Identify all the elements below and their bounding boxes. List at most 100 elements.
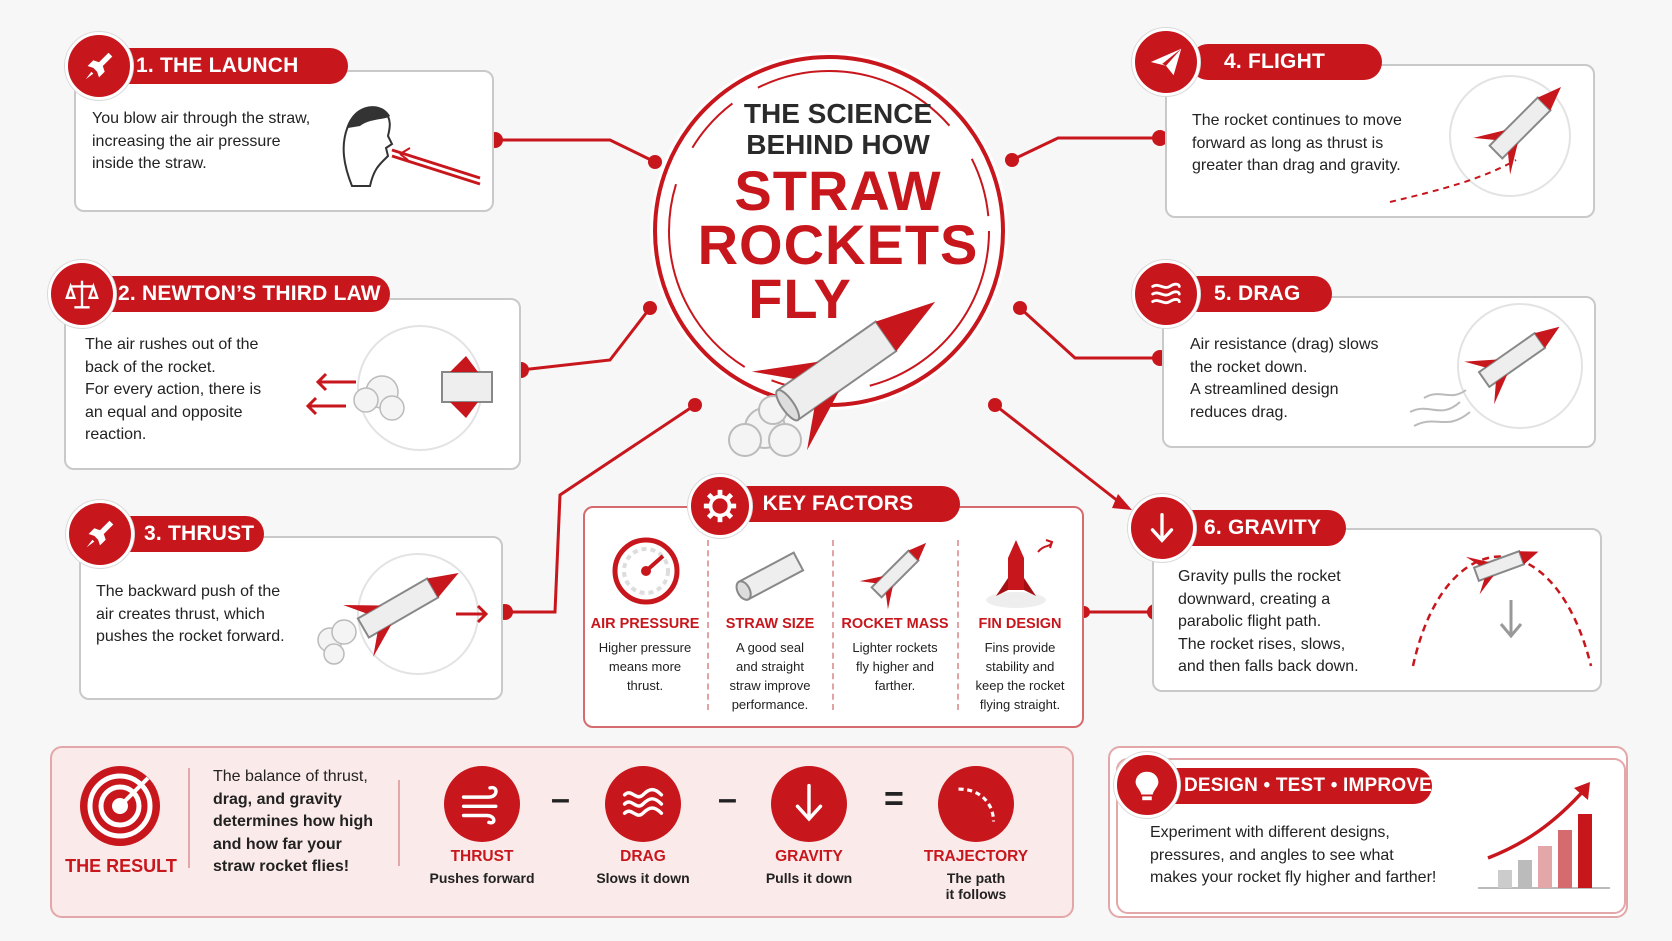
title-line-5: FLY (748, 267, 852, 330)
fin-icon (986, 539, 1054, 608)
wind-icon (1151, 282, 1181, 305)
drag-rocket-icon (1409, 303, 1583, 429)
gravity-heading: 6. GRAVITY (1170, 510, 1346, 546)
design-line: Experiment with different designs, (1150, 824, 1390, 841)
gravity-term: GRAVITY Pulls it down (729, 848, 889, 886)
design-text: Experiment with different designs, press… (1150, 822, 1436, 890)
kf-title: FIN DESIGN (978, 616, 1062, 632)
kf-desc: Fins provide stability and keep the rock… (958, 638, 1082, 714)
parabola-icon (1411, 549, 1593, 667)
flight-line: The rocket continues to move (1192, 112, 1402, 129)
waves-icon (622, 787, 664, 817)
equals-sign: = (884, 780, 904, 818)
kf-rocket-mass: ROCKET MASS Lighter rockets fly higher a… (833, 532, 957, 695)
drag-badge (1132, 260, 1200, 328)
term-title: TRAJECTORY (923, 848, 1029, 865)
term-line: Slows it down (596, 870, 690, 886)
rocket-icon (85, 52, 113, 80)
kf-title: STRAW SIZE (725, 616, 815, 632)
result-line: The balance of thrust, (213, 768, 368, 785)
title-line-3: STRAW (734, 159, 942, 222)
design-line: pressures, and angles to see what (1150, 846, 1394, 864)
flight-line: greater than drag and gravity. (1192, 157, 1401, 174)
rocket-icon (86, 520, 114, 548)
gravity-line: The rocket rises, slows, (1178, 635, 1346, 653)
wind-icon (461, 785, 498, 825)
newton-heading: 2. NEWTON’S THIRD LAW (84, 276, 390, 312)
drag-line: the rocket down. (1190, 358, 1308, 376)
drag-term-circle (605, 766, 681, 842)
result-divider (398, 780, 400, 866)
thrust-line: air creates thrust, which (96, 605, 265, 623)
title-line-1: THE SCIENCE (743, 98, 933, 129)
kf-straw-size: STRAW SIZE A good seal and straight stra… (708, 532, 832, 714)
kf-divider (957, 540, 959, 710)
design-badge (1114, 752, 1180, 818)
kf-line: straw improve (729, 678, 811, 693)
term-desc: Slows it down (563, 870, 723, 886)
down-arrow-icon (1150, 513, 1174, 543)
gear-icon (703, 489, 737, 523)
gravity-text: Gravity pulls the rocket downward, creat… (1178, 566, 1359, 679)
kf-divider (832, 540, 834, 710)
kf-divider (707, 540, 709, 710)
title-line-2: BEHIND HOW (746, 129, 930, 160)
blowing-face-icon (342, 106, 481, 187)
result-line: determines how high (213, 813, 374, 830)
flight-card (1165, 64, 1595, 218)
kf-line: fly higher and (855, 659, 935, 674)
kf-desc: Lighter rockets fly higher and farther. (833, 638, 957, 695)
design-line: makes your rocket fly higher and farther… (1150, 869, 1437, 886)
key-factors-badge (688, 474, 752, 538)
launch-card (74, 70, 494, 212)
kf-line: Fins provide (984, 640, 1056, 655)
launch-heading: 1. THE LAUNCH (102, 48, 348, 84)
rocket-icon (859, 542, 927, 610)
kf-line: flying straight. (979, 697, 1061, 712)
flight-line: forward as long as thrust is (1192, 134, 1384, 152)
kf-line: Lighter rockets (852, 640, 938, 655)
term-desc: Pulls it down (729, 870, 889, 886)
kf-air-pressure: AIR PRESSURE Higher pressure means more … (583, 532, 707, 695)
kf-desc: Higher pressure means more thrust. (583, 638, 707, 695)
target-icon (80, 766, 160, 846)
term-title: THRUST (450, 848, 514, 865)
thrust-heading: 3. THRUST (110, 516, 264, 552)
launch-line: increasing the air pressure (92, 132, 281, 150)
launch-line: You blow air through the straw, (92, 110, 311, 127)
result-line: drag, and gravity (213, 790, 342, 808)
result-line: straw rocket flies! (213, 858, 350, 875)
trajectory-term: TRAJECTORY The path it follows (896, 848, 1056, 902)
arc-icon (958, 787, 996, 822)
result-label: THE RESULT (65, 856, 177, 876)
term-desc: Pushes forward (402, 870, 562, 886)
minus-sign: – (551, 780, 570, 818)
kf-line: performance. (731, 697, 809, 712)
drag-card (1162, 296, 1596, 448)
scales-icon (65, 280, 99, 309)
gravity-term-circle (771, 766, 847, 842)
launch-badge (65, 32, 133, 100)
kf-line: stability and (985, 659, 1055, 674)
result-divider (188, 768, 190, 868)
kf-line: keep the rocket (975, 678, 1065, 693)
down-arrow-icon (795, 783, 823, 822)
result-line: and how far your (213, 835, 342, 853)
thrust-term: THRUST Pushes forward (402, 848, 562, 886)
rocket-exhaust-icon (305, 325, 493, 451)
newton-text: The air rushes out of the back of the ro… (85, 334, 261, 447)
minus-sign: – (718, 780, 737, 818)
drag-term: DRAG Slows it down (563, 848, 723, 886)
drag-text: Air resistance (drag) slows the rocket d… (1190, 334, 1379, 424)
gravity-line: downward, creating a (1178, 590, 1331, 608)
term-desc: The path it follows (896, 870, 1056, 902)
launch-text: You blow air through the straw, increasi… (92, 108, 310, 176)
kf-title: AIR PRESSURE (590, 616, 700, 632)
flight-text: The rocket continues to move forward as … (1192, 110, 1402, 178)
kf-fin-design: FIN DESIGN Fins provide stability and ke… (958, 532, 1082, 714)
gravity-line: Gravity pulls the rocket (1178, 568, 1341, 585)
kf-line: Higher pressure (598, 640, 692, 655)
result-text: The balance of thrust, drag, and gravity… (213, 766, 373, 879)
kf-desc: A good seal and straight straw improve p… (708, 638, 832, 714)
newton-line: reaction. (85, 426, 147, 443)
